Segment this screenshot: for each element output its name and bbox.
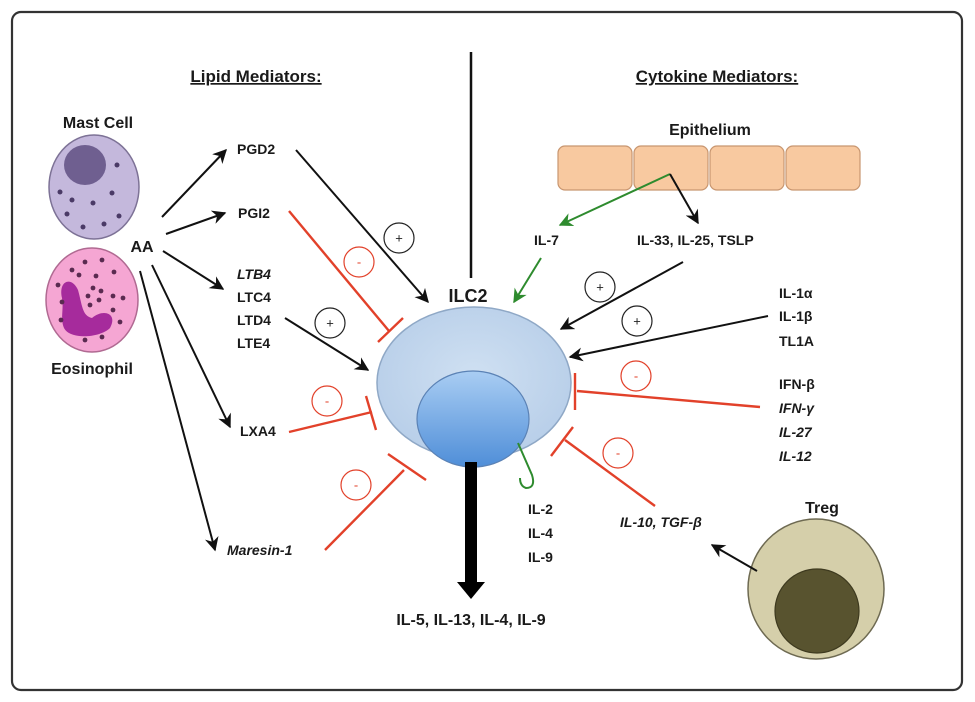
- autocrine-loop-arrow: [517, 442, 535, 490]
- inhibit-ifn-group: [573, 373, 761, 410]
- svg-text:-: -: [616, 446, 620, 461]
- aa-label: AA: [130, 239, 154, 256]
- svg-text:+: +: [633, 314, 641, 329]
- output-arrow: [457, 462, 485, 599]
- eosinophil-nucleus: [61, 281, 113, 337]
- aa-arrows: [139, 148, 231, 552]
- maresin-label: Maresin-1: [227, 542, 293, 558]
- lipid-mediators-heading: Lipid Mediators:: [190, 67, 321, 86]
- arrow-aa-to-maresin: [139, 270, 219, 552]
- pgd2-label: PGD2: [237, 141, 275, 157]
- svg-text:-: -: [634, 369, 638, 384]
- minus-sign-lxa4: -: [311, 385, 343, 417]
- svg-text:-: -: [357, 255, 361, 270]
- plus-sign-il33: +: [584, 271, 616, 303]
- il12-label: IL-12: [779, 448, 812, 464]
- mast-cell-label: Mast Cell: [63, 115, 133, 132]
- lxa4-label: LXA4: [240, 423, 276, 439]
- svg-text:+: +: [326, 316, 334, 331]
- inhibit-lxa4: [288, 395, 378, 434]
- inhibit-maresin: [324, 453, 427, 551]
- autocrine-il2-label: IL-2: [528, 501, 553, 517]
- svg-text:+: +: [395, 231, 403, 246]
- arrow-ltd4-to-ilc2: [284, 317, 370, 371]
- ltb4-label: LTB4: [237, 266, 271, 282]
- mast-cell-nucleus: [64, 145, 106, 185]
- minus-sign-maresin: -: [340, 469, 372, 501]
- tl1a-label: TL1A: [779, 333, 814, 349]
- arrow-il7-to-ilc2: [513, 257, 542, 304]
- svg-text:+: +: [596, 280, 604, 295]
- lte4-label: LTE4: [237, 335, 270, 351]
- plus-sign-ltd4: +: [314, 307, 346, 339]
- arrow-pgd2-to-ilc2: [295, 149, 429, 304]
- epithelium: Epithelium: [557, 122, 861, 191]
- arrow-aa-to-pgd2: [161, 148, 227, 218]
- svg-text:-: -: [354, 478, 358, 493]
- inhibit-pgi2: [288, 210, 404, 343]
- minus-sign-pgi2: -: [343, 246, 375, 278]
- arrow-il1-to-ilc2: [568, 315, 769, 362]
- mast-cell: Mast Cell: [48, 115, 140, 240]
- ilc2-cell: ILC2: [376, 286, 572, 468]
- treg-label: Treg: [805, 500, 839, 517]
- ltd4-label: LTD4: [237, 312, 271, 328]
- autocrine-il9-label: IL-9: [528, 549, 553, 565]
- epithelium-label: Epithelium: [669, 122, 751, 139]
- treg-cell: Treg: [747, 500, 885, 660]
- minus-sign-ifn: -: [620, 360, 652, 392]
- ifnb-label: IFN-β: [779, 376, 815, 392]
- arrow-treg-to-il10: [710, 544, 758, 572]
- treg-nucleus: [774, 568, 860, 654]
- il1a-label: IL-1α: [779, 285, 813, 301]
- pgi2-label: PGI2: [238, 205, 270, 221]
- arrow-aa-to-lt: [162, 250, 225, 290]
- ilc2-nucleus: [416, 370, 530, 468]
- arrow-epithelium-to-il33: [669, 173, 699, 225]
- il1b-label: IL-1β: [779, 308, 813, 324]
- ifng-label: IFN-γ: [779, 400, 815, 416]
- arrow-il33-to-ilc2: [559, 261, 684, 330]
- il27-label: IL-27: [779, 424, 813, 440]
- eosinophil-label: Eosinophil: [51, 361, 133, 378]
- il10-tgfb-label: IL-10, TGF-β: [620, 514, 702, 530]
- ltc4-label: LTC4: [237, 289, 271, 305]
- eosinophil: Eosinophil: [45, 247, 139, 378]
- il33-il25-tslp-label: IL-33, IL-25, TSLP: [637, 232, 754, 248]
- svg-text:-: -: [325, 394, 329, 409]
- plus-sign-il1: +: [621, 305, 653, 337]
- arrow-aa-to-pgi2: [165, 210, 227, 235]
- inhibit-il10-tgfb: [550, 426, 656, 507]
- ilc2-label: ILC2: [448, 286, 487, 306]
- arrow-epithelium-to-il7: [558, 173, 671, 227]
- arrow-aa-to-lxa4: [151, 264, 231, 429]
- inhibition-lines: [288, 210, 761, 551]
- autocrine-il4-label: IL-4: [528, 525, 553, 541]
- minus-sign-il10: -: [602, 437, 634, 469]
- cytokine-mediators-heading: Cytokine Mediators:: [636, 67, 798, 86]
- il7-label: IL-7: [534, 232, 559, 248]
- output-cytokines-label: IL-5, IL-13, IL-4, IL-9: [396, 612, 545, 629]
- plus-sign-pgd2: +: [383, 222, 415, 254]
